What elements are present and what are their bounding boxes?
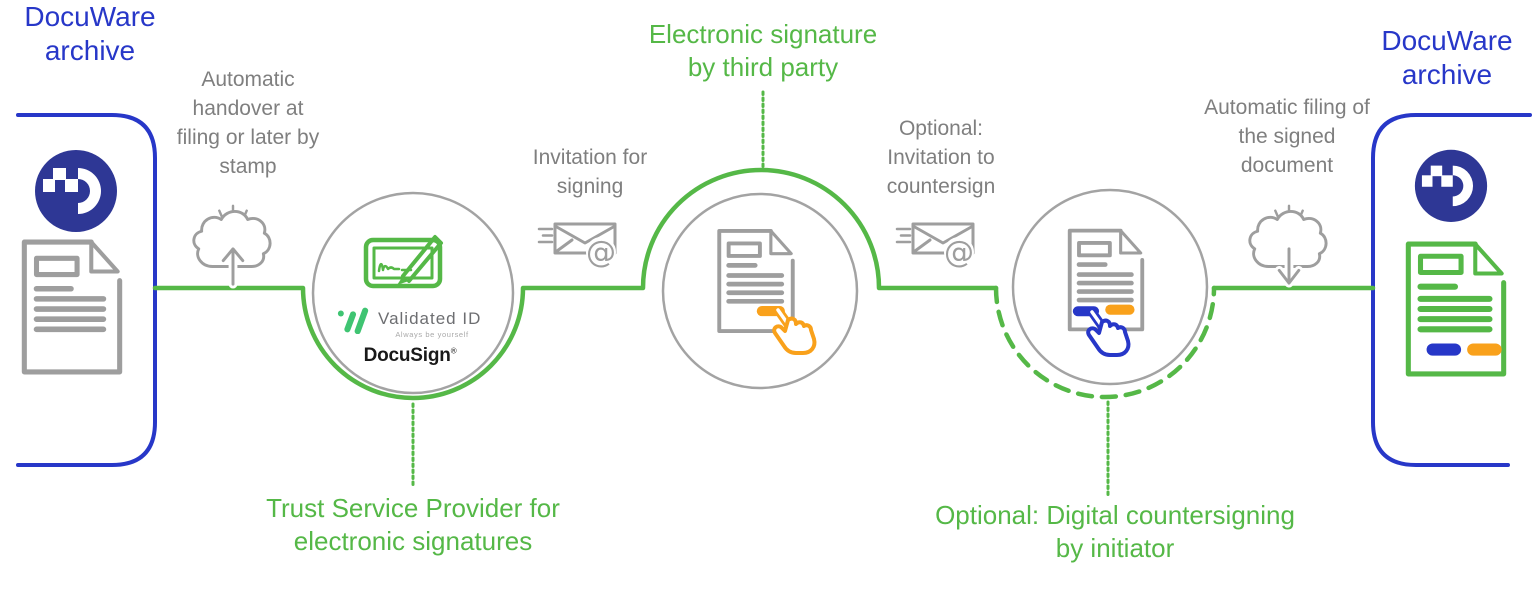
caption-third-party: Electronic signature by third party [648,19,878,82]
stage-circle-tsp [311,191,515,395]
left-archive-title: DocuWare archive [24,1,156,66]
stage-circle-countersign [1011,188,1209,386]
step-invitation-signing-label: Invitation for signing [532,146,648,198]
signature-orange [1467,343,1502,356]
signature-blue [1426,343,1462,356]
step-filing-label: Automatic filing of the signed document [1204,96,1370,177]
right-archive-title: DocuWare archive [1381,25,1513,90]
document-icon [21,239,123,375]
step-handover-label: Automatic handover at filing or later by… [176,68,320,178]
registered-mark: ® [450,346,457,356]
validated-id-logo-icon [337,307,369,334]
cloud-outline [192,209,272,268]
docuware-logo-icon [35,150,117,232]
flow-line-optional-dashed-arc [993,285,1217,400]
signed-document-icon [1405,241,1507,377]
cloud-upload-icon [192,204,272,289]
arrow-down [1277,247,1301,285]
arrow-up [221,247,245,286]
cloud-download-icon [1248,204,1328,288]
email-invitation-icon: @ [537,222,617,270]
caption-tsp: Trust Service Provider for electronic si… [266,493,560,556]
pen [401,235,443,283]
document-countersign-icon [1067,228,1145,332]
validated-id-wordmark: Validated ID [378,309,482,328]
stage-circle-third-party [661,192,859,390]
flow-line [152,167,1376,401]
speed-lines [537,227,554,244]
tap-hand-blue-icon [1086,308,1131,357]
signature-pad-icon [363,235,443,289]
speed-lines [895,227,912,244]
cloud-outline [1248,209,1328,268]
at-sign: @ [944,235,974,270]
caption-countersign: Optional: Digital countersigning by init… [935,500,1295,563]
docusign-wordmark: DocuSign® [363,345,457,366]
email-countersign-icon: @ [895,222,975,270]
validated-id-tagline: Always be yourself [395,330,469,339]
docuware-logo-icon [1414,149,1488,222]
step-invitation-countersign-label: Optional: Invitation to countersign [886,117,996,198]
signature-field-orange [1105,304,1135,315]
at-sign: @ [586,235,616,270]
tap-hand-orange-icon [772,306,817,355]
